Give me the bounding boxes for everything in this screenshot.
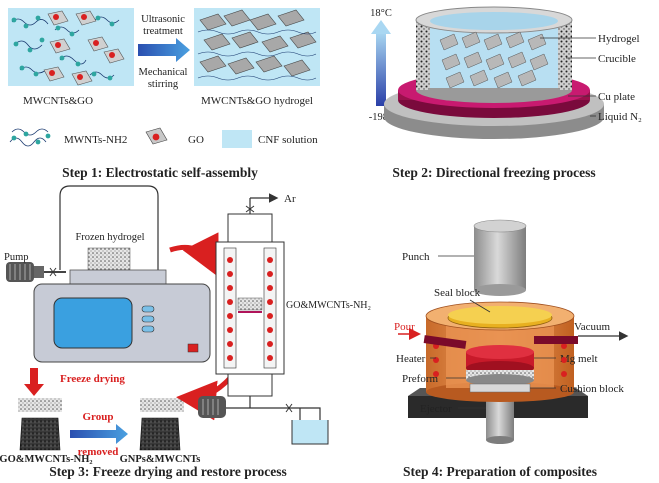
dryer-button-3 [141,325,155,333]
temperature-arrow-bar [376,32,386,106]
arrow-bottom-text-2: stirring [148,79,179,90]
label-seal: Seal block [434,287,481,299]
temp-top: 18°C [370,8,392,19]
dryer-dome [59,185,159,270]
vacuum-pump-icon [198,396,226,418]
dryer-indicator [187,343,199,353]
furnace-heater-dots [227,257,273,361]
label-crucible: Crucible [598,53,636,65]
arrow-top-text-2: treatment [143,26,183,37]
step3-panel: Pump Frozen hydrogel Freeze drying GO&MW… [0,185,371,479]
curved-arrow-to-tube [169,232,219,277]
dryer-window [53,297,133,349]
label-right-sample: GNPs&MWCNTs [120,454,201,465]
step4-title: Step 4: Preparation of composites [403,464,597,479]
label-ar: Ar [284,193,296,205]
pump-icon [6,262,44,282]
pour-pipe [423,335,467,349]
ejector [486,398,514,440]
legend-go-icon [145,127,168,145]
right-sample-slab [140,398,184,412]
tube-sample [237,297,263,311]
label-punch: Punch [402,251,430,263]
legend-cnf-label: CNF solution [258,134,318,146]
go-charges [49,14,115,80]
label-freeze-drying: Freeze drying [60,373,125,385]
punch-bottom [474,284,526,296]
step2-leaders [540,37,596,117]
label-preform: Preform [402,373,438,385]
left-sample-slab [18,398,62,412]
hydrogel-cnt [197,29,317,81]
step4-panel: Punch Ejector Seal block Mg melt Preform… [394,219,629,479]
step1-panel: Ultrasonic treatment Mechanical stirring… [8,8,320,180]
cnt-nodes [11,15,115,81]
label-cushion: Cushion block [560,383,624,395]
step3-title: Step 3: Freeze drying and restore proces… [49,464,286,479]
step2-panel: 18°C -198°C [369,6,642,180]
right-sample-cylinder [139,417,181,451]
right-caption: MWCNTs&GO hydrogel [201,95,313,107]
label-mg-melt: Mg melt [560,353,598,365]
hydrogel-flakes [199,9,317,77]
punch-body [474,226,526,290]
label-ejector: Ejector [420,403,452,415]
label-group: Group [83,411,114,423]
label-frozen-hydrogel: Frozen hydrogel [75,232,144,243]
left-caption: MWCNTs&GO [23,95,93,107]
label-left-sample: GO&MWCNTs-NH₂ [0,454,93,465]
step1-title: Step 1: Electrostatic self-assembly [62,165,258,180]
arrow-bottom-text: Mechanical [139,67,188,78]
ejector-bottom [486,436,514,444]
dryer-button-1 [141,305,155,313]
punch-top [473,219,527,233]
legend-cnf-swatch [222,130,252,148]
crucible-opening [430,12,558,30]
cushion-block [469,383,531,393]
preform-bottom [466,374,534,386]
vacuum-pipe [534,336,578,344]
mwcnt-go-box [8,8,134,86]
crucible-wall-right [558,22,572,90]
label-heater: Heater [396,353,426,365]
group-removed-arrow [70,424,128,444]
crucible-wall-left [416,22,430,90]
label-pump: Pump [4,252,29,263]
water-bath [291,420,329,445]
dryer-button-2 [141,315,155,323]
label-liquid-n2: Liquid N₂ [598,111,642,123]
temp-bottom: -198°C [369,112,399,123]
pump-valve [49,267,57,277]
freeze-drying-arrow [24,368,44,396]
label-vacuum: Vacuum [574,321,610,333]
left-sample-cylinder [19,417,61,451]
furnace-inner-left [223,247,237,369]
furnace-inner-right [263,247,277,369]
curved-arrow-from-tube [176,376,232,421]
label-pour: Pour [394,321,415,333]
seal-block-top [448,306,552,324]
legend-go-label: GO [188,134,204,146]
hydrogel-layers [439,31,549,89]
mg-melt-top [466,345,534,359]
tube-cap-top [227,213,273,243]
outlet-valve [285,403,293,413]
process-arrow [138,38,190,62]
label-removed: removed [78,446,119,458]
legend-mwcnt-label: MWNTs-NH2 [64,134,127,146]
label-go-tube: GO&MWCNTs-NH₂ [286,300,371,311]
legend-mwcnt-icon [9,128,51,147]
step2-title: Step 2: Directional freezing process [392,165,595,180]
arrow-top-text: Ultrasonic [141,14,185,25]
label-cu-plate: Cu plate [598,91,635,103]
frozen-hydrogel-sample [87,247,131,271]
dryer-shelf [69,269,167,285]
tube-cap-bottom [227,373,273,397]
temperature-arrow-head [371,20,391,34]
label-hydrogel: Hydrogel [598,33,640,45]
ar-valve [245,205,255,213]
seal-leader [469,299,491,313]
